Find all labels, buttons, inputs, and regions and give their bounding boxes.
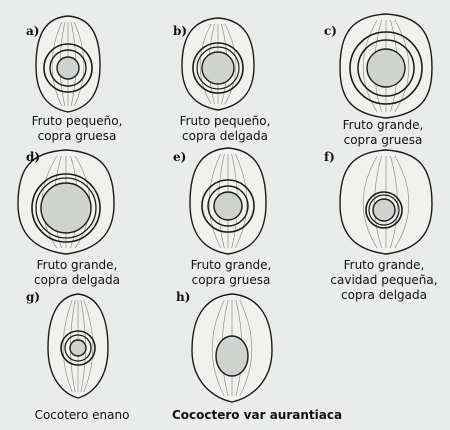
- fruit-d-cavity: [40, 182, 92, 234]
- fruit-a-husk-fiber: [73, 21, 85, 107]
- fruit-g-copra: [64, 334, 92, 362]
- fruit-b-husk-fiber: [199, 23, 212, 105]
- panel-e-letter: e): [173, 150, 187, 164]
- fruit-g-husk-fiber: [83, 299, 94, 393]
- panel-b-letter: b): [173, 24, 188, 38]
- panel-d-letter: d): [26, 150, 41, 164]
- fruit-g-husk-fiber: [62, 299, 73, 393]
- panel-c-caption: Fruto grande, copra gruesa: [342, 118, 424, 147]
- fruit-e-cavity: [213, 191, 243, 221]
- panel-h-letter: h): [176, 290, 191, 304]
- panel-c-letter: c): [324, 24, 337, 38]
- fruit-f-copra: [368, 194, 400, 226]
- fruit-d-shell: [31, 173, 101, 243]
- fruit-b-shell: [192, 42, 244, 94]
- panel-f-caption: Fruto grande, cavidad pequeña, copra del…: [330, 258, 438, 302]
- fruit-f-cavity: [372, 198, 396, 222]
- panel-e-caption: Fruto grande, copra gruesa: [190, 258, 272, 287]
- panel-h-caption: Cococtero var aurantiaca: [171, 408, 343, 422]
- panel-d-caption: Fruto grande, copra delgada: [34, 258, 120, 287]
- fruit-e-husk-fiber: [208, 153, 222, 249]
- fruit-a-copra: [49, 49, 87, 87]
- fruit-c-cavity: [366, 48, 406, 88]
- fruit-d-copra: [35, 177, 97, 239]
- fruit-a-shell: [43, 43, 93, 93]
- fruit-f-shell: [365, 191, 403, 229]
- fruit-a-cavity: [56, 56, 80, 80]
- fruit-b-husk-fiber: [224, 23, 237, 105]
- panel-a-letter: a): [26, 24, 40, 38]
- panel-b-caption: Fruto pequeño, copra delgada: [179, 114, 271, 143]
- fruit-f-husk-fiber: [362, 155, 378, 249]
- fruit-h-husk-fiber: [211, 299, 225, 397]
- fruit-g-shell: [60, 330, 96, 366]
- fruit-h-cavity: [215, 335, 249, 377]
- fruit-e-copra: [207, 185, 249, 227]
- fruit-c-copra: [357, 39, 415, 97]
- fruit-c-husk-fiber: [394, 19, 410, 113]
- fruit-h-husk-fiber: [239, 299, 253, 397]
- fruit-c-shell: [349, 31, 423, 105]
- fruit-a-husk-fiber: [51, 21, 63, 107]
- panel-g-caption: Cocotero enano: [34, 408, 130, 422]
- fruit-f-husk-fiber: [394, 155, 410, 249]
- fruit-g-cavity: [69, 339, 87, 357]
- fruit-b-copra: [196, 46, 240, 90]
- panel-a-caption: Fruto pequeño, copra gruesa: [31, 114, 123, 143]
- fruit-f-husk-fiber: [374, 155, 382, 249]
- fruit-c-husk-fiber: [362, 19, 378, 113]
- panel-g-letter: g): [26, 290, 41, 304]
- panel-f-letter: f): [324, 150, 335, 164]
- fruit-e-shell: [201, 179, 255, 233]
- fruit-e-husk-fiber: [234, 153, 248, 249]
- fruit-b-cavity: [201, 51, 235, 85]
